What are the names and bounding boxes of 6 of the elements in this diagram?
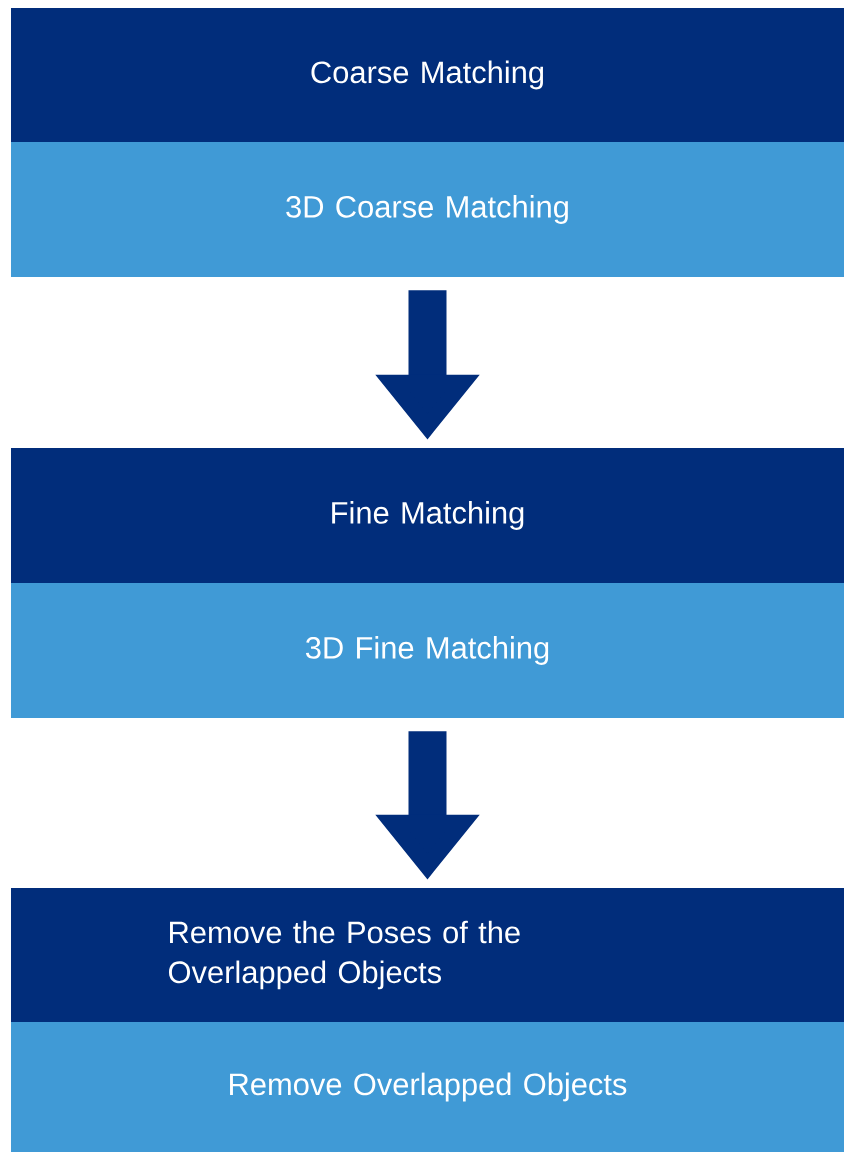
subheading-band: 3D Coarse Matching	[11, 142, 844, 277]
heading-band: Remove the Poses of the Overlapped Objects	[11, 888, 844, 1022]
subheading-band: Remove Overlapped Objects	[11, 1022, 844, 1152]
subheading-band: 3D Fine Matching	[11, 583, 844, 718]
heading-band: Coarse Matching	[11, 8, 844, 142]
heading-band: Fine Matching	[11, 448, 844, 583]
